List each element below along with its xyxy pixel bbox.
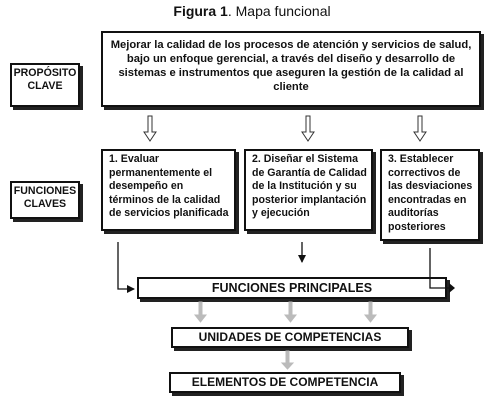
connector-right-head <box>449 283 455 293</box>
gray-arrow-to-elements <box>280 350 295 370</box>
units-box: UNIDADES DE COMPETENCIAS <box>171 327 409 348</box>
key-function-2: 2. Diseñar el Sistema de Garantía de Cal… <box>244 149 373 231</box>
key-function-1: 1. Evaluar permanentemente el desempeño … <box>101 149 236 231</box>
functions-label-box: FUNCIONES CLAVES <box>10 181 80 219</box>
hollow-arrow-2 <box>301 115 315 142</box>
purpose-label: PROPÓSITO CLAVE <box>13 67 77 92</box>
principal-functions-label: FUNCIONES PRINCIPALES <box>211 281 373 295</box>
key-function-3-text: 3. Establecer correctivos de las desviac… <box>388 153 473 233</box>
functions-label: FUNCIONES CLAVES <box>13 185 77 210</box>
hollow-arrow-3 <box>413 115 427 142</box>
connector-left <box>117 242 135 293</box>
key-function-1-text: 1. Evaluar permanentemente el desempeño … <box>109 153 229 220</box>
connector-right <box>429 248 450 289</box>
purpose-box: Mejorar la calidad de los procesos de at… <box>101 31 481 107</box>
key-function-3: 3. Establecer correctivos de las desviac… <box>380 149 480 241</box>
figure-label: Figura 1 <box>173 3 228 19</box>
key-function-2-text: 2. Diseñar el Sistema de Garantía de Cal… <box>252 153 367 220</box>
figure-title-text: . Mapa funcional <box>227 3 331 19</box>
connector-right-tail <box>430 248 452 288</box>
figure-title: Figura 1. Mapa funcional <box>0 3 504 19</box>
purpose-text: Mejorar la calidad de los procesos de at… <box>110 39 472 93</box>
purpose-label-box: PROPÓSITO CLAVE <box>10 63 80 107</box>
principal-functions-box: FUNCIONES PRINCIPALES <box>137 277 447 299</box>
gray-arrows-to-units <box>193 301 378 323</box>
elements-box: ELEMENTOS DE COMPETENCIA <box>169 372 401 393</box>
units-label: UNIDADES DE COMPETENCIAS <box>198 330 382 344</box>
elements-label: ELEMENTOS DE COMPETENCIA <box>191 375 379 389</box>
hollow-arrow-1 <box>143 115 157 142</box>
